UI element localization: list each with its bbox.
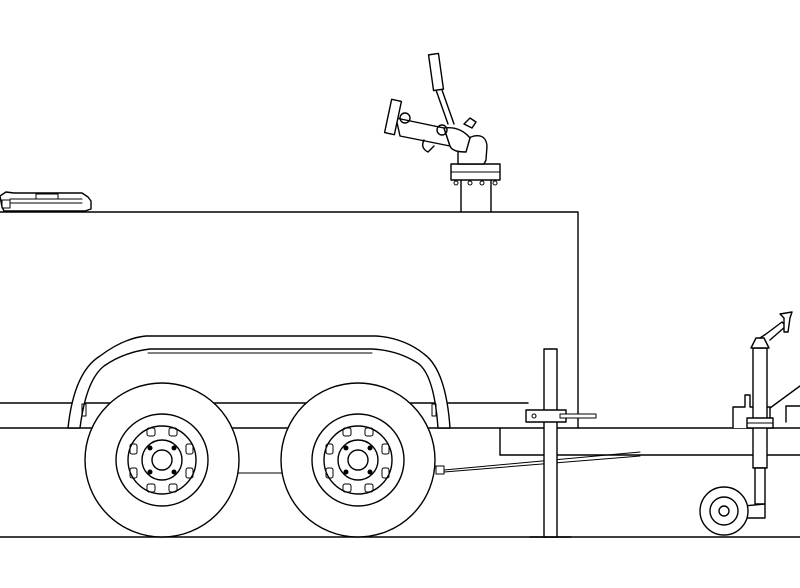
hatch-lid: [0, 191, 92, 212]
rear-wheel-left: [84, 382, 240, 538]
rear-wheel-right: [280, 382, 436, 538]
tank-body: [0, 211, 579, 429]
support-leg: [525, 348, 597, 538]
water-cannon-monitor: [383, 52, 501, 213]
fender: [67, 335, 451, 429]
brake-cable: [435, 451, 641, 475]
jockey-wheel-assembly: [699, 311, 793, 536]
